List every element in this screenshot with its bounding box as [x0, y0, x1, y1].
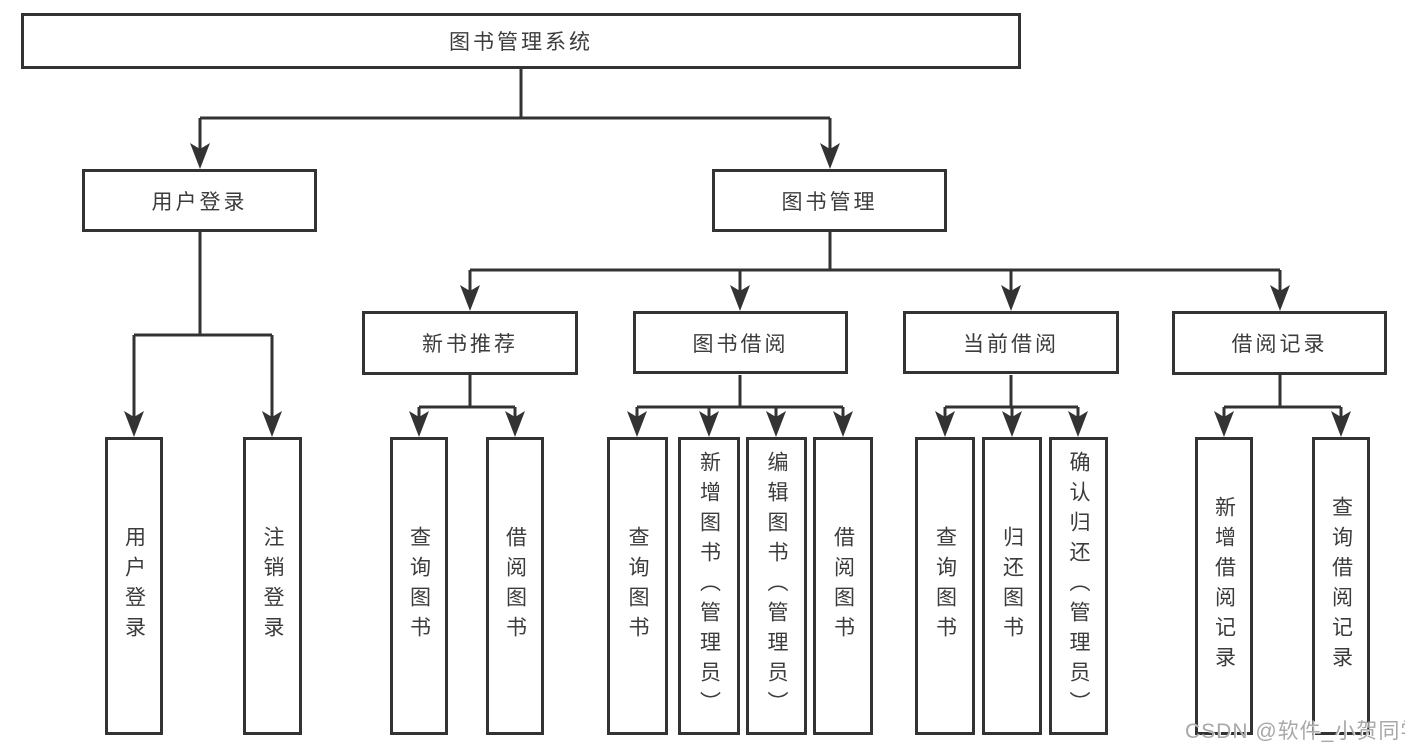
node-borrowing-records: 借阅记录	[1172, 311, 1387, 375]
leaf-query-borrow-record: 查询借阅记录	[1312, 437, 1370, 735]
leaf-borrow-books: 借阅图书	[813, 437, 873, 735]
leaf-user-login-label: 用户登录	[122, 526, 146, 646]
leaf-query-books-current-label: 查询图书	[933, 526, 957, 646]
leaf-return-books: 归还图书	[982, 437, 1042, 735]
node-library-management-system: 图书管理系统	[21, 13, 1021, 69]
leaf-edit-books-admin: 编辑图书（管理员）	[746, 437, 807, 735]
leaf-logout-label: 注销登录	[261, 526, 285, 646]
arrowheads	[124, 143, 1351, 437]
leaf-query-books-borrow-label: 查询图书	[626, 526, 650, 646]
leaf-confirm-return-admin: 确认归还（管理员）	[1049, 437, 1108, 735]
leaf-borrow-books-recommend: 借阅图书	[486, 437, 544, 735]
leaf-logout: 注销登录	[243, 437, 302, 735]
leaf-return-books-label: 归还图书	[1000, 526, 1024, 646]
leaf-query-books-recommend-label: 查询图书	[407, 526, 431, 646]
csdn-watermark: CSDN @软件_小贺同学	[1185, 720, 1405, 743]
leaf-query-borrow-record-label: 查询借阅记录	[1329, 496, 1353, 676]
leaf-confirm-return-admin-label: 确认归还（管理员）	[1067, 451, 1091, 721]
leaf-add-borrow-record-label: 新增借阅记录	[1212, 496, 1236, 676]
node-new-book-recommendation: 新书推荐	[362, 311, 578, 375]
leaf-edit-books-admin-label: 编辑图书（管理员）	[765, 451, 789, 721]
leaf-add-books-admin-label: 新增图书（管理员）	[697, 451, 721, 721]
leaf-query-books-borrow: 查询图书	[607, 437, 668, 735]
node-book-borrowing: 图书借阅	[633, 311, 848, 374]
node-user-login: 用户登录	[82, 169, 317, 232]
leaf-borrow-books-label: 借阅图书	[831, 526, 855, 646]
leaf-query-books-recommend: 查询图书	[390, 437, 448, 735]
leaf-query-books-current: 查询图书	[915, 437, 975, 735]
node-current-borrowing: 当前借阅	[903, 311, 1119, 374]
leaf-add-books-admin: 新增图书（管理员）	[678, 437, 740, 735]
leaf-borrow-books-recommend-label: 借阅图书	[503, 526, 527, 646]
leaf-add-borrow-record: 新增借阅记录	[1195, 437, 1253, 735]
leaf-user-login: 用户登录	[105, 437, 163, 735]
node-book-management: 图书管理	[712, 169, 947, 232]
